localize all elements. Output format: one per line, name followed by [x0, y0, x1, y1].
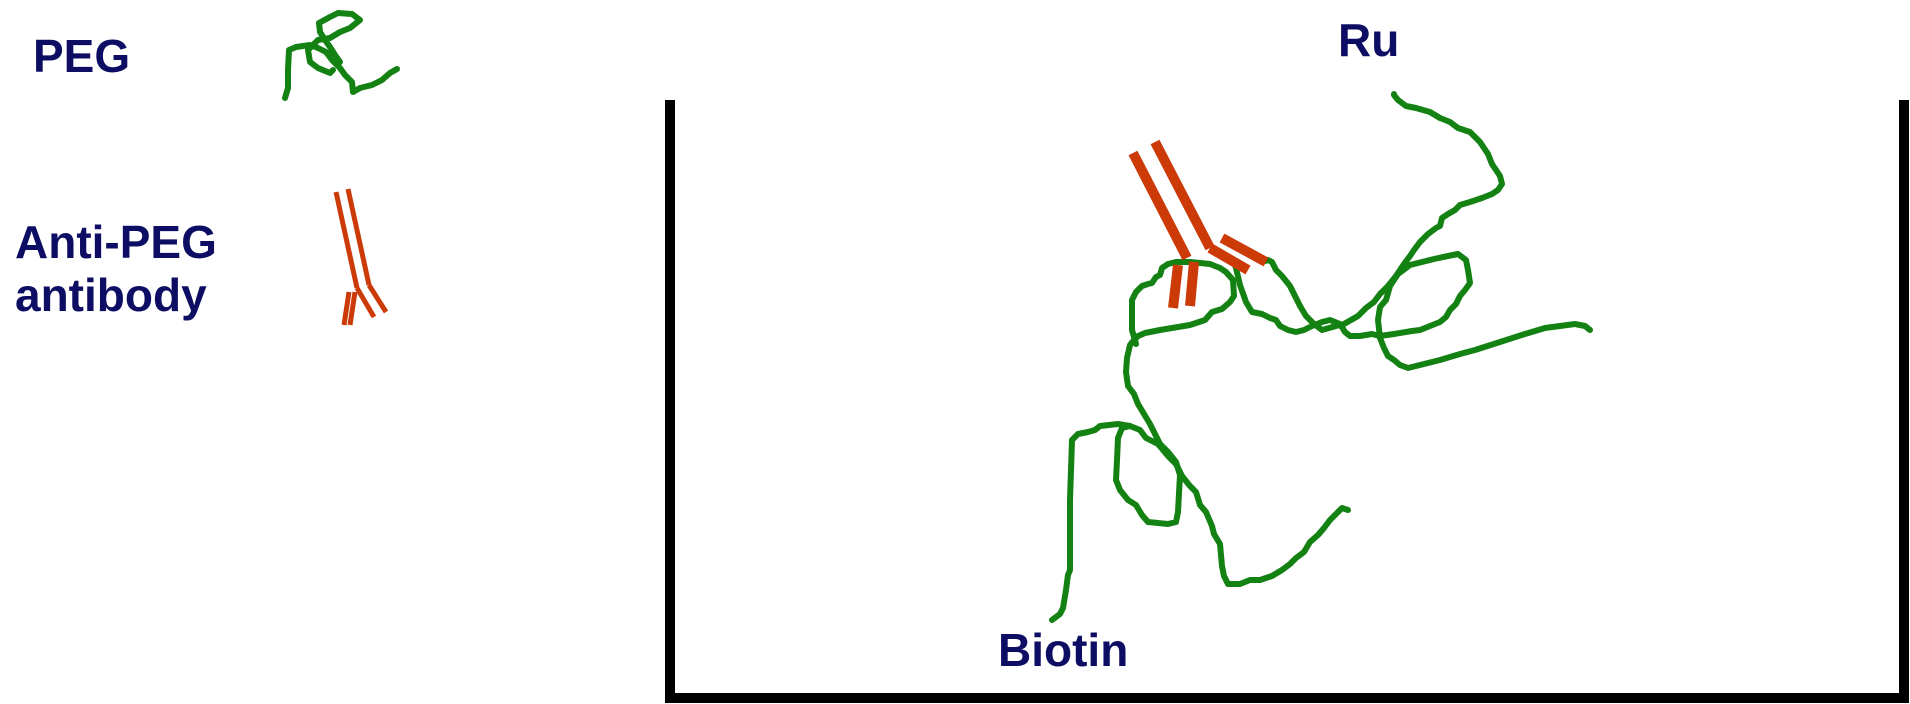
legend-antibody-icon	[336, 189, 386, 325]
peg-chain-to-ru	[1262, 94, 1502, 330]
legend-peg-icon	[285, 13, 397, 98]
well-outline	[670, 100, 1904, 698]
peg-chain-upper	[1234, 254, 1590, 368]
peg-chain	[1052, 424, 1348, 620]
